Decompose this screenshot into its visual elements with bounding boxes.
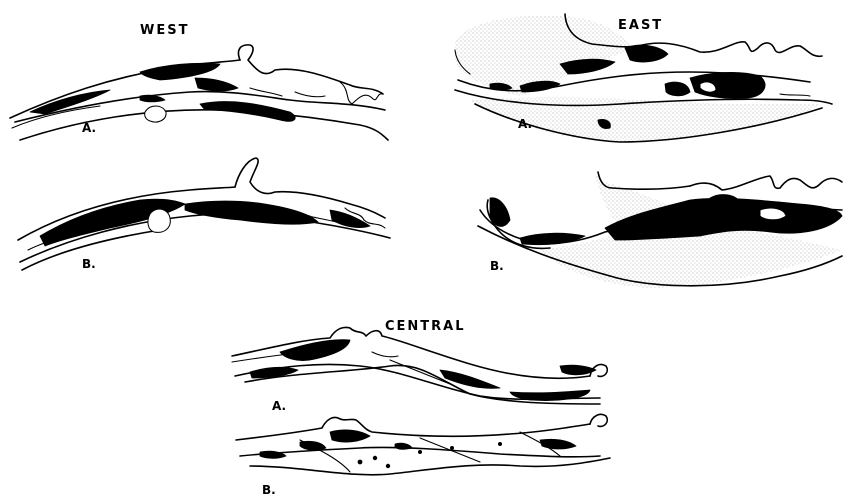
east-a-section: A. xyxy=(455,14,832,142)
east-panel: EAST A. xyxy=(455,14,842,288)
west-a-section: A. xyxy=(10,45,388,140)
west-title: WEST xyxy=(140,23,189,38)
east-b-label: B. xyxy=(490,259,504,273)
central-a-label: A. xyxy=(272,399,286,413)
east-title: EAST xyxy=(618,18,663,33)
central-title: CENTRAL xyxy=(385,319,466,334)
west-b-section: B. xyxy=(18,158,390,271)
west-panel: WEST A. xyxy=(10,23,390,271)
east-b-section: B. xyxy=(478,172,842,288)
central-b-label: B. xyxy=(262,483,276,497)
central-b-section: B. xyxy=(236,414,610,497)
east-a-label: A. xyxy=(518,117,532,131)
central-panel: CENTRAL A. xyxy=(232,319,610,497)
central-a-section: A. xyxy=(232,327,607,413)
west-a-label: A. xyxy=(82,121,96,135)
west-b-label: B. xyxy=(82,257,96,271)
